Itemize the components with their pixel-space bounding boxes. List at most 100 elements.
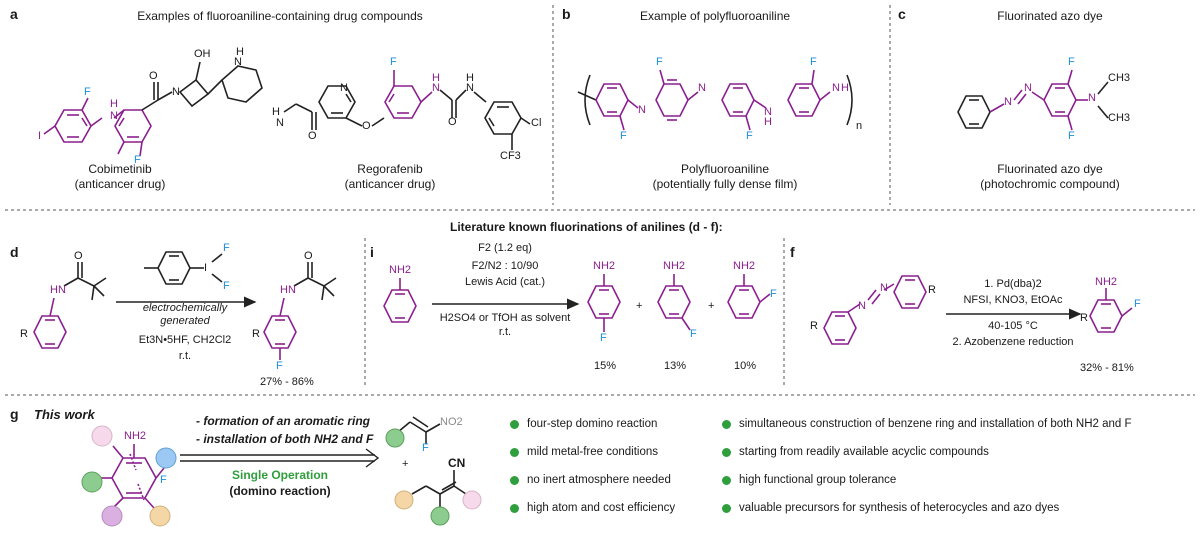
- panel-i-cond4: H2SO4 or TfOH as solvent: [439, 312, 571, 324]
- panel-g-precursors: [397, 416, 467, 508]
- panel-f-structures: [823, 275, 1133, 345]
- bullet-right-3: high functional group tolerance: [722, 474, 896, 486]
- polymer-imine-n2: N: [698, 82, 706, 94]
- regorafenib-amide-n: N: [276, 117, 284, 129]
- panel-f-cond3: 40-105 °C: [988, 320, 1038, 332]
- regorafenib-cf3: CF3: [500, 150, 521, 162]
- panel-f-cond4: 2. Azobenzene reduction: [952, 336, 1074, 348]
- panel-i-cond3: Lewis Acid (cat.): [464, 276, 546, 288]
- bullet-right-4: valuable precursors for synthesis of het…: [722, 502, 1059, 514]
- regorafenib-amide-o: O: [308, 130, 317, 142]
- panel-i-yield2: 13%: [664, 360, 687, 372]
- panel-g-ring-f: F: [160, 474, 167, 486]
- regorafenib-name: Regorafenib: [357, 162, 423, 176]
- cobimetinib-name: Cobimetinib: [88, 162, 152, 176]
- polymer-name: Polyfluoroaniline: [680, 162, 770, 176]
- panel-i-letter: i: [370, 244, 374, 260]
- panel-i-plus1: +: [636, 300, 643, 312]
- regorafenib-cl: Cl: [531, 117, 542, 129]
- bullet-dot: [722, 503, 731, 513]
- panel-i-prod1-f: F: [600, 332, 607, 344]
- substituent-circle-orange: [149, 505, 171, 527]
- precursor-circle-green-2: [430, 506, 450, 526]
- regorafenib-urea-o: O: [448, 116, 457, 128]
- panel-g-arrow-bottom: (domino reaction): [229, 484, 331, 498]
- bullet-dot: [722, 475, 731, 485]
- panel-i-cond5: r.t.: [498, 326, 512, 338]
- panel-a-letter: a: [10, 6, 18, 22]
- panel-d-reagent-i: I: [204, 262, 208, 274]
- bullet-dot: [510, 447, 519, 457]
- polymer-note: (potentially fully dense film): [652, 177, 798, 191]
- cobimetinib-n: N: [172, 86, 180, 98]
- panel-d-prod-f: F: [276, 360, 283, 372]
- panel-g-precursor-no2: NO2: [440, 416, 463, 428]
- panel-d-reagent-f2: F: [223, 280, 230, 292]
- substituent-circle-green: [81, 471, 103, 493]
- regorafenib-amide-h: H: [272, 106, 280, 118]
- panel-d-cond-electro: electrochemically: [142, 302, 228, 314]
- polymer-subscript-n: n: [856, 120, 863, 132]
- bullet-dot: [510, 419, 519, 429]
- panel-f-prod-nh2: NH2: [1095, 276, 1118, 288]
- azo-ch3-2: CH3: [1108, 112, 1131, 124]
- literature-header: Literature known fluorinations of anilin…: [450, 220, 723, 234]
- panel-f-azo-n2: N: [880, 282, 888, 294]
- panel-g-product-ring: [100, 444, 165, 509]
- cobimetinib-oh: OH: [194, 48, 211, 60]
- precursor-circle-orange: [394, 490, 414, 510]
- panel-g-plus: +: [402, 458, 409, 470]
- azo-dye-structure: [957, 69, 1109, 131]
- panel-b-title: Example of polyfluoroaniline: [639, 9, 791, 23]
- panel-i-prod2-f: F: [690, 328, 697, 340]
- panel-i-prod2-nh2: NH2: [663, 260, 686, 272]
- substituent-circle-blue: [155, 447, 177, 469]
- panel-d-yield: 27% - 86%: [260, 376, 314, 388]
- precursor-circle-green: [385, 428, 405, 448]
- panel-g-arrow-top: Single Operation: [231, 468, 328, 482]
- panel-f-sm-r2: R: [928, 284, 936, 296]
- polymer-amine-h: H: [764, 116, 772, 128]
- panel-f-sm-r1: R: [810, 320, 818, 332]
- panel-i-prod3-f: F: [770, 288, 777, 300]
- regorafenib-urea-h1: H: [432, 72, 440, 84]
- panel-a-title: Examples of fluoroaniline-containing dru…: [137, 9, 423, 23]
- bullet-left-1: four-step domino reaction: [510, 418, 657, 430]
- regorafenib-urea-n1: N: [432, 82, 440, 94]
- bullet-left-4: high atom and cost efficiency: [510, 502, 675, 514]
- azo-name: Fluorinated azo dye: [997, 162, 1103, 176]
- panel-i-structures: [383, 274, 771, 332]
- panel-f-prod-f: F: [1134, 298, 1141, 310]
- panel-i-yield1: 15%: [594, 360, 617, 372]
- panel-g-letter: g: [10, 406, 19, 422]
- bullet-left-2: mild metal-free conditions: [510, 446, 658, 458]
- cobimetinib-iodine: I: [38, 130, 42, 142]
- substituent-circle-purple: [101, 505, 123, 527]
- panel-d-prod-hn: HN: [280, 284, 296, 296]
- panel-d-cond-generated: generated: [160, 315, 210, 327]
- bullet-right-2: starting from readily available acyclic …: [722, 446, 989, 458]
- panel-f-cond1: 1. Pd(dba)2: [984, 278, 1042, 290]
- cobimetinib-o: O: [149, 70, 158, 82]
- cobimetinib-nh-h: H: [110, 98, 118, 110]
- cobimetinib-note: (anticancer drug): [74, 177, 166, 191]
- bullet-dot: [722, 419, 731, 429]
- panel-f-yield: 32% - 81%: [1080, 362, 1134, 374]
- cobimetinib-nh-n: N: [110, 110, 118, 122]
- azo-amine-n: N: [1088, 92, 1096, 104]
- cobimetinib-f1: F: [84, 86, 91, 98]
- polymer-end-h: H: [841, 82, 849, 94]
- bullet-right-1: simultaneous construction of benzene rin…: [722, 418, 1132, 430]
- panel-g-precursor-f: F: [422, 442, 429, 454]
- panel-i-prod3-nh2: NH2: [733, 260, 756, 272]
- bullet-dot: [510, 475, 519, 485]
- panel-c-title: Fluorinated azo dye: [997, 9, 1103, 23]
- precursor-circle-pink: [462, 490, 482, 510]
- regorafenib-urea-h2: H: [466, 72, 474, 84]
- azo-f2: F: [1068, 130, 1075, 142]
- substituent-circle-pink: [91, 425, 113, 447]
- panel-d-sm-hn: HN: [50, 284, 66, 296]
- panel-i-cond2: F2/N2 : 10/90: [471, 260, 539, 272]
- panel-d-structures: [33, 251, 337, 360]
